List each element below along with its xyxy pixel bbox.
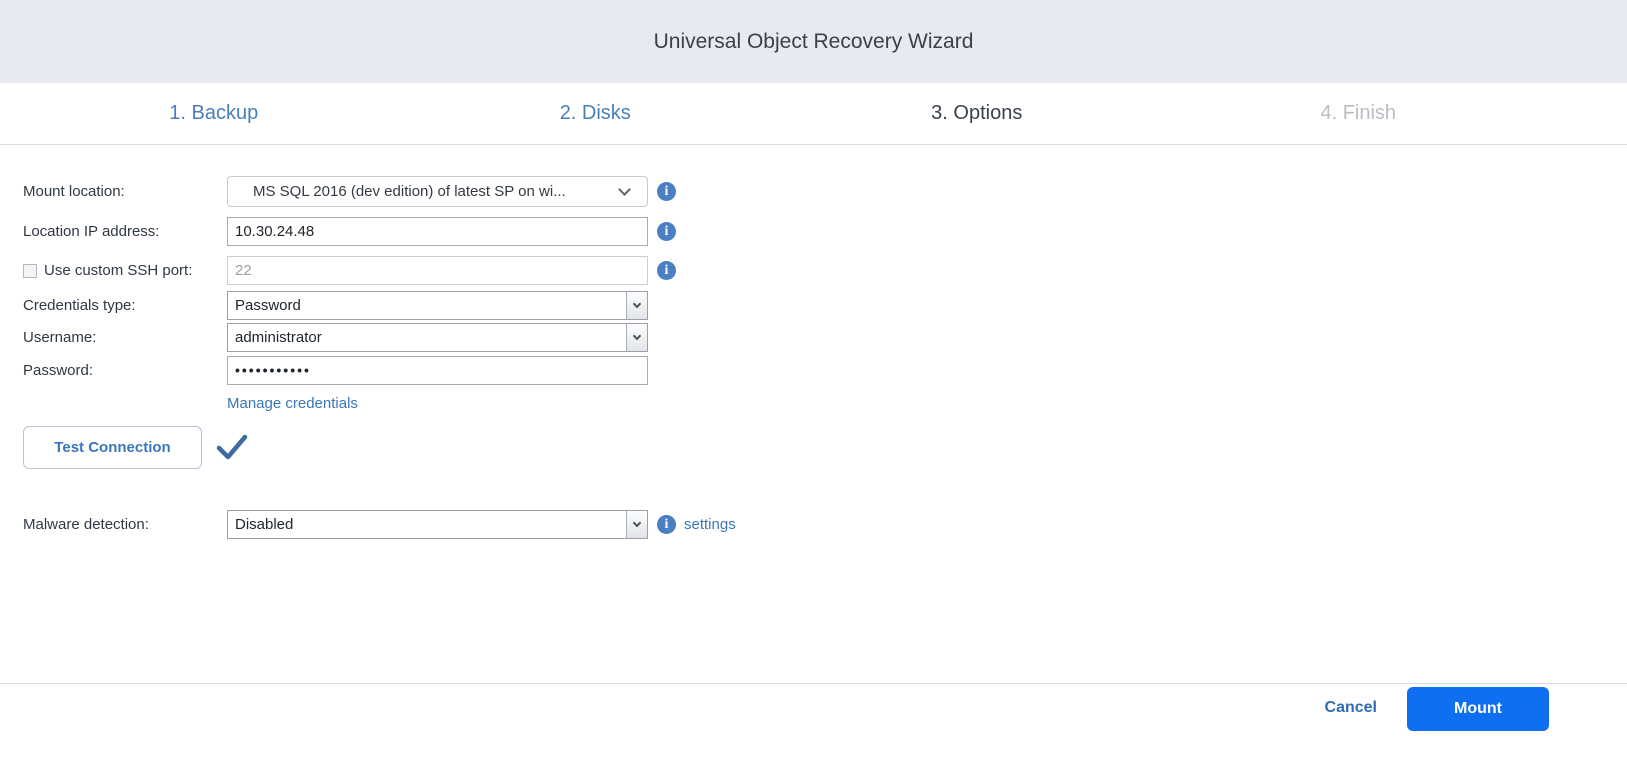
step-disks[interactable]: 2. Disks (559, 102, 631, 124)
credentials-type-label: Credentials type: (23, 297, 136, 314)
steps-divider (0, 144, 1627, 145)
mount-location-label: Mount location: (23, 183, 125, 200)
credentials-type-select[interactable]: Password (227, 291, 648, 320)
malware-detection-select[interactable]: Disabled (227, 510, 648, 539)
credentials-type-row: Credentials type: Password (23, 291, 648, 320)
mount-location-dropdown[interactable]: MS SQL 2016 (dev edition) of latest SP o… (227, 176, 648, 207)
username-select[interactable]: administrator (227, 323, 648, 352)
check-icon (216, 433, 248, 466)
use-custom-ssh-port-checkbox[interactable] (23, 263, 37, 278)
mount-button[interactable]: Mount (1407, 687, 1549, 731)
mount-location-value: MS SQL 2016 (dev edition) of latest SP o… (253, 183, 566, 200)
info-icon[interactable]: i (657, 261, 676, 280)
ssh-port-row: Use custom SSH port: i (23, 256, 676, 285)
page-title: Universal Object Recovery Wizard (653, 30, 974, 53)
location-ip-row: Location IP address: i (23, 217, 676, 246)
settings-link[interactable]: settings (684, 516, 736, 533)
test-connection-button[interactable]: Test Connection (23, 426, 202, 469)
username-row: Username: administrator (23, 323, 648, 352)
manage-credentials-row: Manage credentials (23, 393, 358, 413)
info-icon[interactable]: i (657, 222, 676, 241)
malware-detection-value: Disabled (235, 516, 294, 533)
step-options: 3. Options (931, 102, 1023, 124)
username-value: administrator (235, 329, 322, 346)
location-ip-label: Location IP address: (23, 223, 160, 240)
password-label: Password: (23, 361, 94, 379)
malware-detection-label: Malware detection: (23, 516, 149, 533)
step-backup[interactable]: 1. Backup (169, 102, 259, 124)
chevron-down-icon (626, 511, 647, 538)
username-label: Username: (23, 329, 97, 346)
info-icon[interactable]: i (657, 182, 676, 201)
manage-credentials-link[interactable]: Manage credentials (227, 394, 358, 412)
title-bar: Universal Object Recovery Wizard (0, 0, 1627, 83)
chevron-down-icon (618, 183, 631, 196)
ssh-port-label-group: Use custom SSH port: (23, 262, 227, 279)
password-row: Password: (23, 355, 648, 385)
mount-location-row: Mount location: MS SQL 2016 (dev edition… (23, 176, 676, 207)
ssh-port-input[interactable] (227, 256, 648, 285)
ssh-port-label: Use custom SSH port: (44, 262, 193, 279)
step-finish: 4. Finish (1320, 102, 1397, 124)
chevron-down-icon (626, 324, 647, 351)
cancel-button[interactable]: Cancel (1324, 699, 1377, 716)
chevron-down-icon (626, 292, 647, 319)
password-input[interactable] (227, 355, 648, 385)
location-ip-input[interactable] (227, 217, 648, 246)
wizard-steps: 1. Backup 2. Disks 3. Options 4. Finish (23, 83, 1549, 144)
malware-detection-row: Malware detection: Disabled i settings (23, 510, 736, 539)
credentials-type-value: Password (235, 297, 301, 314)
footer-divider (0, 683, 1627, 684)
info-icon[interactable]: i (657, 515, 676, 534)
